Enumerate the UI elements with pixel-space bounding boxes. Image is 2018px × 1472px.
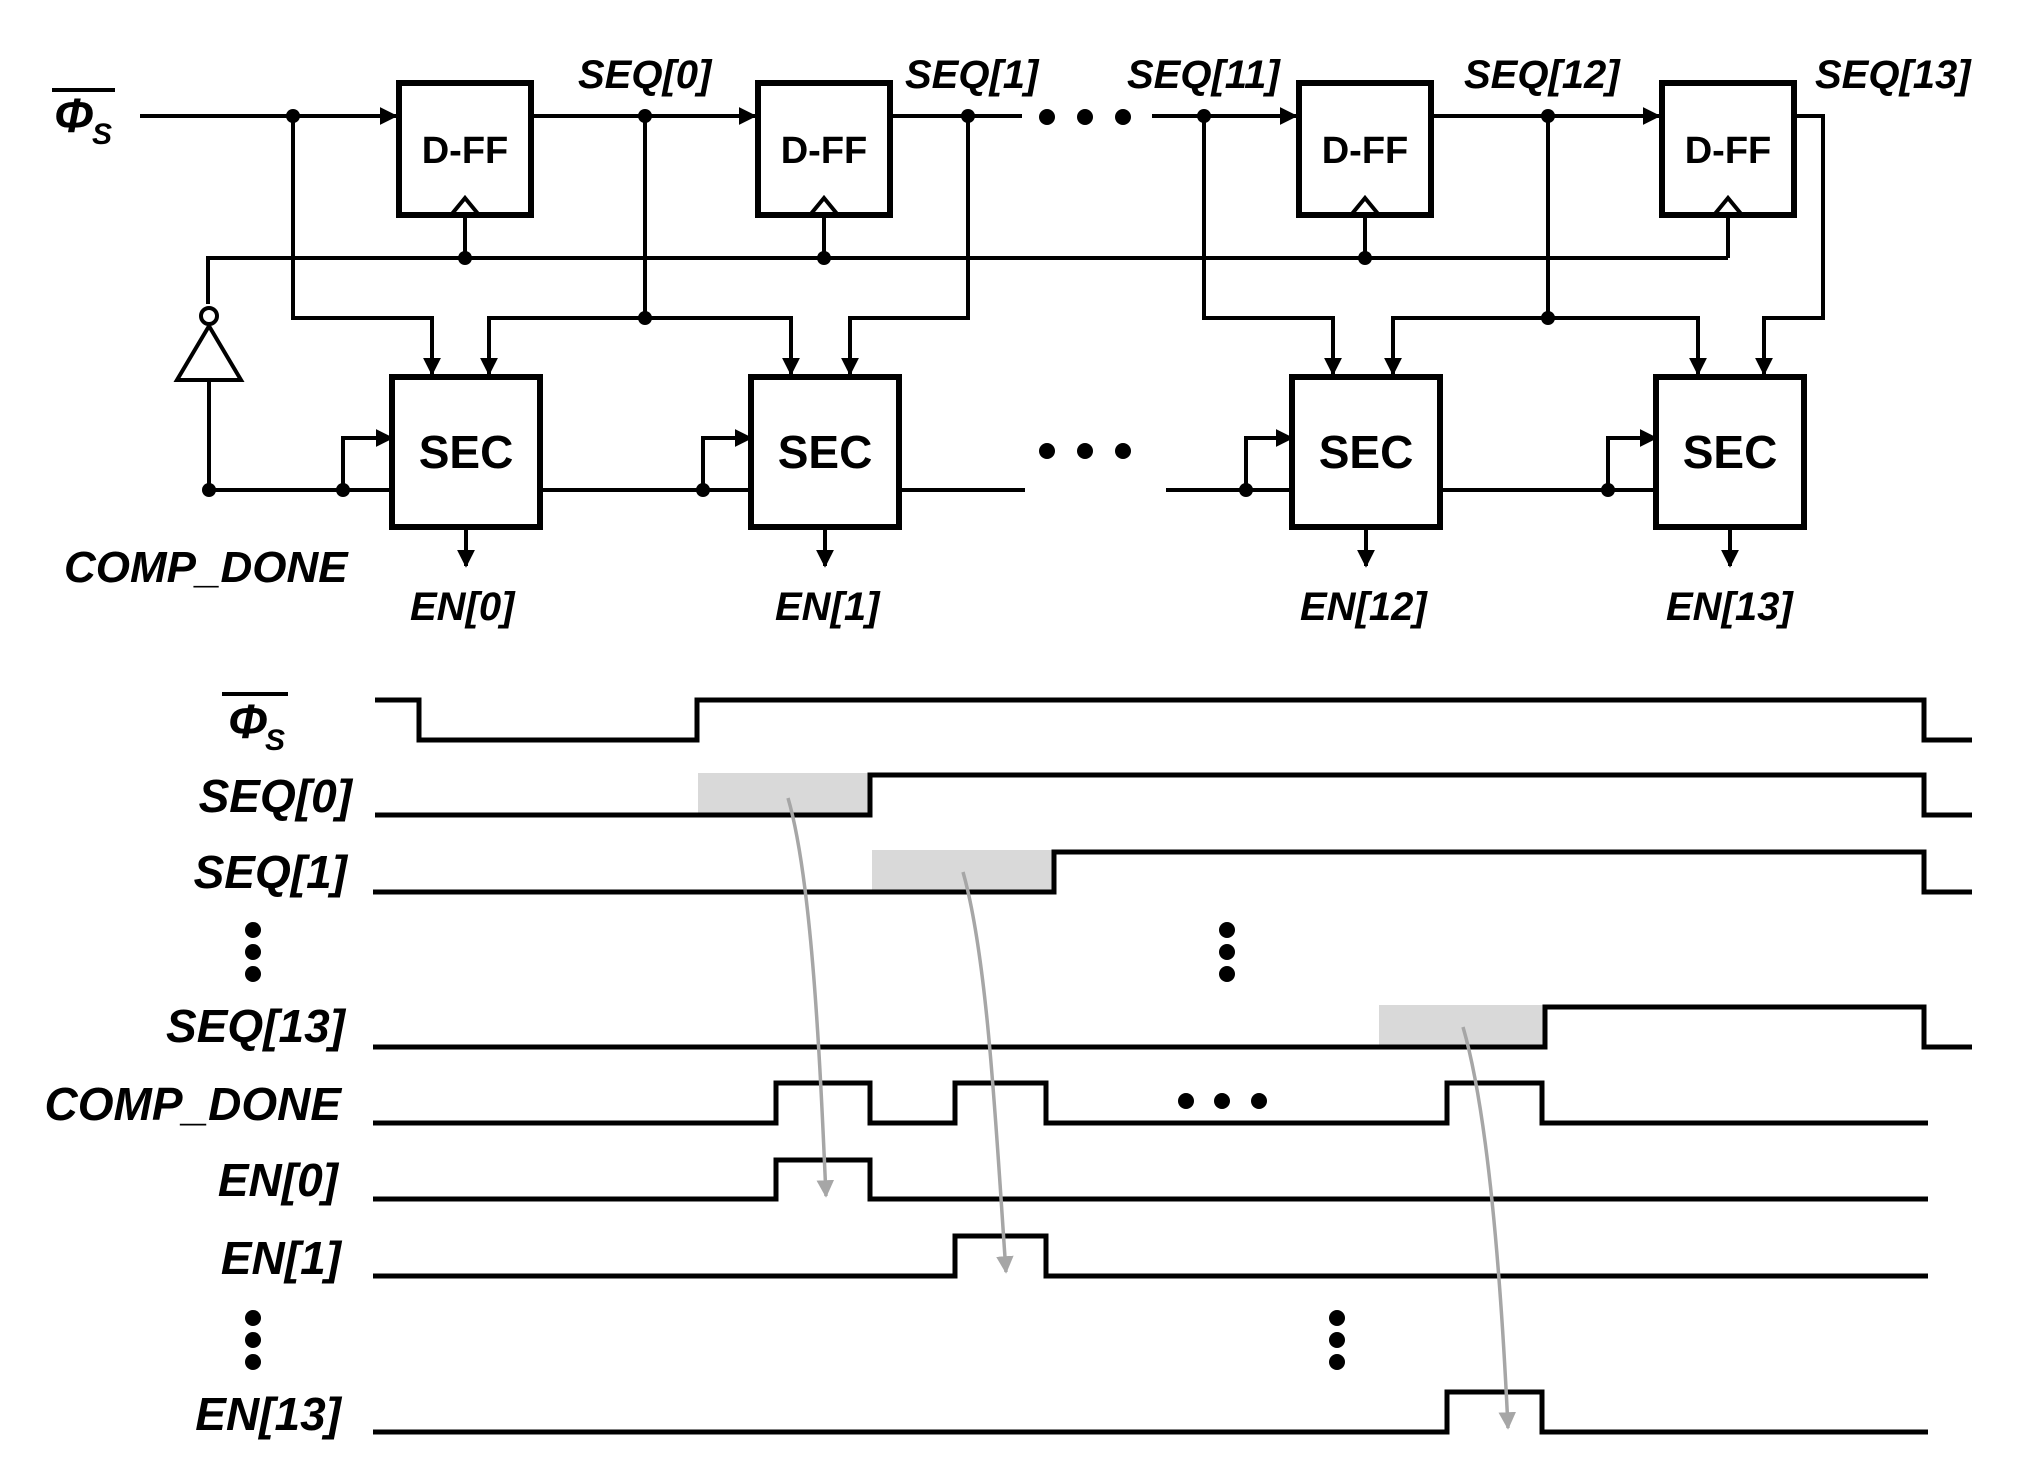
- seq13-delay-shade: [1379, 1005, 1545, 1047]
- timing-label-seq13: SEQ[13]: [166, 1000, 347, 1052]
- en13-label: EN[13]: [1666, 585, 1794, 629]
- dff-clock-bus: [206, 256, 1728, 304]
- timing-label-en13: EN[13]: [195, 1388, 342, 1440]
- causal-arrow-en0: [786, 797, 835, 1198]
- comp-done-label: COMP_DONE: [64, 543, 349, 592]
- svg-text:D-FF: D-FF: [1322, 130, 1409, 172]
- sec-13: SEC: [1653, 374, 1807, 530]
- vertical-ellipsis-mid-1: [1219, 922, 1235, 982]
- seq12-to-sec13-wire: [1546, 116, 1707, 376]
- wave-seq0: [375, 772, 1972, 818]
- en0-label: EN[0]: [410, 585, 516, 629]
- junction-dot: [286, 109, 300, 123]
- svg-text:S: S: [265, 724, 285, 757]
- horizontal-ellipsis-comp: [1178, 1093, 1267, 1109]
- svg-text:SEC: SEC: [1683, 426, 1778, 478]
- seq13-wire: [1755, 114, 1825, 376]
- wave-en0: [373, 1157, 1928, 1202]
- svg-text:Φ: Φ: [228, 696, 267, 749]
- ellipsis-dots-middle: [1039, 443, 1131, 459]
- vertical-ellipsis-left-2: [245, 1310, 261, 1370]
- input-clock-label: Φ S: [52, 88, 115, 151]
- seq1-label: SEQ[1]: [905, 53, 1040, 97]
- timing-label-en1: EN[1]: [221, 1232, 343, 1284]
- ellipsis-dots-top: [1039, 109, 1131, 125]
- timing-label-seq0: SEQ[0]: [199, 770, 354, 822]
- seq13-label: SEQ[13]: [1815, 53, 1972, 97]
- seq12-label: SEQ[12]: [1464, 53, 1621, 97]
- timing-label-comp-done: COMP_DONE: [45, 1078, 343, 1130]
- sec-0: SEC: [389, 374, 543, 530]
- svg-text:SEC: SEC: [1319, 426, 1414, 478]
- seq1-delay-shade: [872, 850, 1054, 892]
- wave-seq13: [373, 1004, 1972, 1050]
- dff-1: D-FF: [755, 80, 893, 218]
- svg-text:SEC: SEC: [419, 426, 514, 478]
- timing-label-en0: EN[0]: [218, 1154, 340, 1206]
- svg-text:SEC: SEC: [778, 426, 873, 478]
- dff-12: D-FF: [1296, 80, 1434, 218]
- timing-diagram: Φ S SEQ[0] SEQ[1] SEQ[13] COMP_DONE EN[0…: [45, 692, 1972, 1440]
- seq0-to-sec0-wire: [480, 316, 645, 376]
- svg-text:Φ: Φ: [54, 90, 93, 143]
- timing-label-phis: Φ S: [222, 692, 288, 757]
- schematic: Φ S D-FF D-FF D-FF D-FF: [52, 53, 1972, 629]
- vertical-ellipsis-mid-2: [1329, 1310, 1345, 1370]
- causal-arrow-en1: [961, 871, 1014, 1274]
- svg-text:D-FF: D-FF: [1685, 130, 1772, 172]
- vertical-ellipsis-left-1: [245, 922, 261, 982]
- seq12-to-sec12-wire: [1384, 316, 1548, 376]
- svg-text:S: S: [92, 118, 112, 151]
- timing-label-seq1: SEQ[1]: [194, 846, 349, 898]
- seq11-label: SEQ[11]: [1127, 53, 1281, 97]
- seq0-to-sec1-wire: [643, 116, 800, 376]
- seq1-to-sec1-wire: [841, 116, 970, 376]
- inverter: [173, 306, 245, 497]
- dff-0: D-FF: [396, 80, 534, 218]
- en1-label: EN[1]: [775, 585, 881, 629]
- svg-text:D-FF: D-FF: [422, 130, 509, 172]
- wave-seq1: [373, 849, 1972, 895]
- sec-12: SEC: [1289, 374, 1443, 530]
- seq0-delay-shade: [698, 773, 870, 815]
- wave-comp-done: [373, 1080, 1928, 1126]
- clock-to-sec0-wire: [291, 116, 441, 376]
- sec-1: SEC: [748, 374, 902, 530]
- svg-text:D-FF: D-FF: [781, 130, 868, 172]
- wave-en1: [373, 1233, 1928, 1279]
- wave-en13: [373, 1389, 1928, 1435]
- dff-13: D-FF: [1659, 80, 1797, 218]
- seq0-label: SEQ[0]: [578, 53, 713, 97]
- en12-label: EN[12]: [1300, 585, 1428, 629]
- causal-arrow-en13: [1461, 1026, 1517, 1430]
- wave-phis: [375, 697, 1972, 743]
- seq11-to-sec12-wire: [1202, 116, 1342, 376]
